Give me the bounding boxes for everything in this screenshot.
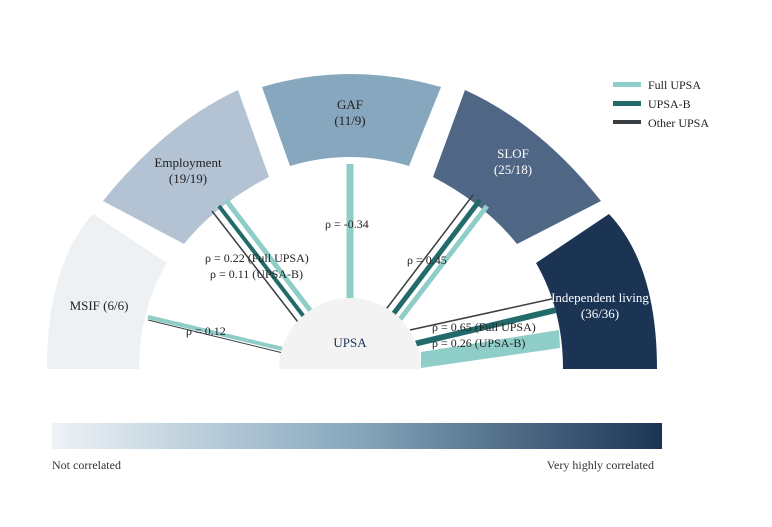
legend-swatch-other-upsa xyxy=(613,120,641,124)
segment-label-independent-living: Independent living xyxy=(551,290,649,305)
segment-label-gaf-count: (11/9) xyxy=(334,113,365,128)
segment-employment xyxy=(103,90,269,244)
segment-msif xyxy=(47,214,167,369)
line-independent-full xyxy=(421,330,560,368)
rho-independent-b: ρ = 0.26 (UPSA-B) xyxy=(432,336,525,350)
correlation-scale-bar xyxy=(52,423,662,449)
segment-slof xyxy=(433,90,601,244)
center-upsa xyxy=(279,298,421,369)
segment-label-slof: SLOF xyxy=(497,146,529,161)
rho-employment-b: ρ = 0.11 (UPSA-B) xyxy=(210,267,303,281)
line-employment-full xyxy=(224,198,318,320)
legend: Full UPSA UPSA-B Other UPSA xyxy=(613,78,709,130)
segment-label-independent-living-count: (36/36) xyxy=(581,306,619,321)
legend-label-upsa-b: UPSA-B xyxy=(648,97,691,111)
legend-swatch-full-upsa xyxy=(613,82,641,87)
rho-gaf: ρ = -0.34 xyxy=(325,217,369,231)
legend-label-other-upsa: Other UPSA xyxy=(648,116,709,130)
line-employment-other xyxy=(211,210,302,327)
segment-label-slof-count: (25/18) xyxy=(494,162,532,177)
line-slof-other xyxy=(383,194,474,313)
scale-label-right: Very highly correlated xyxy=(546,458,654,472)
center-label: UPSA xyxy=(333,335,367,350)
line-slof-b xyxy=(389,198,482,319)
line-slof-full xyxy=(396,204,489,324)
line-independent-b xyxy=(413,307,557,347)
segment-independent-living xyxy=(536,214,657,369)
segment-label-employment-count: (19/19) xyxy=(169,171,207,186)
segment-label-gaf: GAF xyxy=(337,97,363,112)
connection-lines xyxy=(147,164,560,368)
scale-label-left: Not correlated xyxy=(52,458,121,472)
line-msif-other xyxy=(147,319,284,354)
line-employment-b xyxy=(217,204,310,324)
line-msif-full xyxy=(147,315,284,351)
rho-independent-full: ρ = 0.65 (Full UPSA) xyxy=(432,320,536,334)
rho-msif: ρ = 0.12 xyxy=(186,324,226,338)
segment-gaf xyxy=(262,74,441,166)
rho-slof: ρ = 0.45 xyxy=(407,253,447,267)
rho-employment-full: ρ = 0.22 (Full UPSA) xyxy=(205,251,309,265)
segment-label-employment: Employment xyxy=(154,155,222,170)
legend-label-full-upsa: Full UPSA xyxy=(648,78,701,92)
legend-swatch-upsa-b xyxy=(613,101,641,106)
segment-label-msif: MSIF (6/6) xyxy=(70,298,129,313)
line-independent-other xyxy=(409,297,557,331)
ring-segments xyxy=(47,74,657,369)
